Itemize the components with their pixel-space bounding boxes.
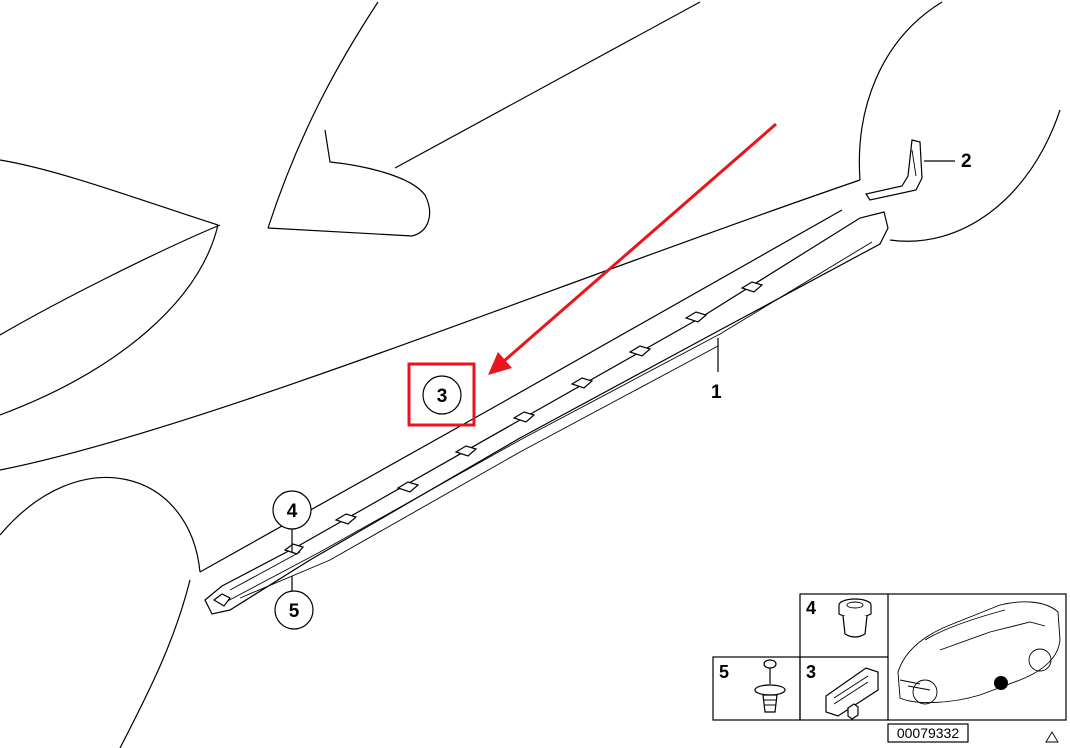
- callout-5: 5: [289, 601, 300, 622]
- location-marker: [994, 676, 1008, 690]
- rivet-icon: [754, 659, 786, 713]
- highlight-annotation: [407, 122, 777, 427]
- warning-triangle-icon: [1045, 731, 1059, 743]
- car-location-icon: [897, 601, 1061, 705]
- highlight-arrow-shaft: [495, 122, 777, 370]
- callout-1: 1: [711, 382, 722, 403]
- rear-bracket: [865, 139, 923, 201]
- callout-4: 4: [287, 501, 298, 522]
- legend-label-3: 3: [806, 662, 816, 682]
- callout-3-circle: 3: [422, 375, 462, 415]
- push-clip-icon: [838, 598, 872, 638]
- document-number: 00079332: [897, 725, 960, 741]
- sill-clip-icon: [825, 667, 879, 720]
- side-sill-panel: [204, 211, 889, 615]
- callout-2: 2: [961, 151, 972, 172]
- legend-label-5: 5: [719, 662, 729, 682]
- highlight-box: [407, 362, 476, 427]
- callout-3: 3: [437, 386, 448, 407]
- callout-5-circle: 5: [274, 590, 314, 630]
- legend-grid: 4 5 3: [712, 593, 1067, 721]
- sill-clips: [212, 281, 764, 607]
- highlight-arrow-head: [488, 352, 512, 375]
- callout-4-circle: 4: [272, 490, 312, 530]
- legend-label-4: 4: [806, 598, 816, 618]
